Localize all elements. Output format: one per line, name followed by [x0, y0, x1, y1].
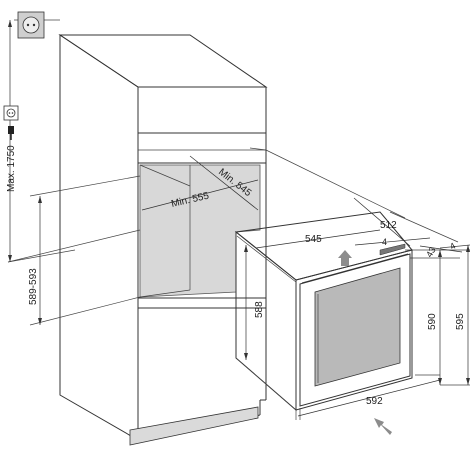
projection-lines: [7, 19, 471, 420]
label-height-590: 590: [427, 313, 438, 330]
label-niche-height-range: 589-593: [28, 268, 39, 305]
label-gap-4a: 4: [382, 237, 387, 247]
label-height-588: 588: [254, 301, 265, 318]
label-gap-43: 43: [424, 245, 438, 259]
label-appliance-depth-top: 545: [305, 234, 322, 245]
airflow-in-arrow-icon: [374, 418, 392, 435]
appliance: [234, 211, 413, 412]
label-height-595: 595: [455, 313, 466, 330]
label-width-592: 592: [366, 396, 383, 407]
label-gap-4b: 4: [448, 241, 457, 252]
airflow-up-arrow-icon: [338, 250, 352, 266]
plug-icon: [8, 126, 14, 140]
door-glass: [314, 267, 401, 387]
socket-symbol-icon: [3, 105, 19, 121]
label-max-height: Max. 1750: [6, 145, 17, 192]
wall-socket-icon: [17, 11, 45, 39]
dimension-lines: [8, 20, 470, 417]
kick-plate: [129, 406, 259, 446]
label-appliance-depth-total: 512: [380, 220, 397, 231]
